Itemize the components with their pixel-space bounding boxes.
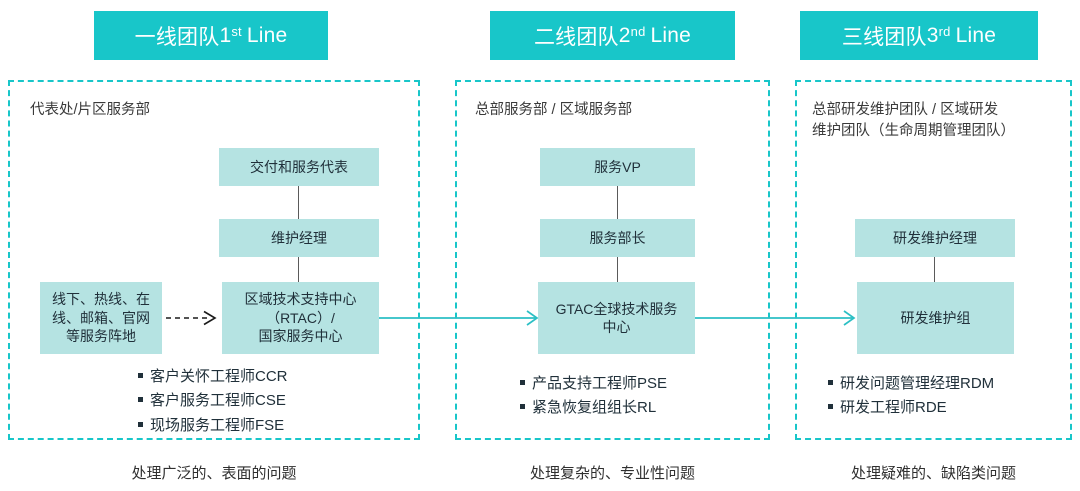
role-label: 现场服务工程师FSE <box>150 416 285 434</box>
connector-line <box>934 257 936 282</box>
tier-header-1st-line-cn: 一线团队 <box>134 25 220 49</box>
role-label: 研发工程师RDE <box>840 399 947 417</box>
panel-caption-1st-line: 代表处/片区服务部 <box>30 102 151 118</box>
list-item: 研发工程师RDE <box>828 396 1078 420</box>
dashed-arrow-icon <box>166 308 222 328</box>
box-service-director: 服务部长 <box>540 219 695 257</box>
roles-list-1st-line: 客户关怀工程师CCR 客户服务工程师CSE 现场服务工程师FSE <box>138 365 408 438</box>
tier-header-2nd-line-cn: 二线团队 <box>533 25 619 49</box>
footer-caption-3rd-line: 处理疑难的、缺陷类问题 <box>850 465 1016 482</box>
box-service-vp: 服务VP <box>540 148 695 186</box>
roles-list-3rd-line: 研发问题管理经理RDM 研发工程师RDE <box>828 372 1078 421</box>
box-gtac-global-technical-service-center: GTAC全球技术服务 中心 <box>538 282 695 354</box>
connector-line <box>617 186 619 219</box>
bullet-square-icon <box>138 373 143 378</box>
tier-header-2nd-line-num: 2 <box>618 23 631 47</box>
bullet-square-icon <box>828 380 833 385</box>
connector-line <box>298 257 300 282</box>
connector-line <box>298 186 300 219</box>
box-rd-maintenance-manager: 研发维护经理 <box>855 219 1015 257</box>
box-delivery-service-rep: 交付和服务代表 <box>219 148 379 186</box>
tier-panel-3rd-line <box>795 80 1072 440</box>
tier-header-2nd-line-en: Line <box>650 23 692 47</box>
box-rd-maintenance-group: 研发维护组 <box>857 282 1014 354</box>
panel-caption-3rd-line: 总部研发维护团队 / 区域研发 维护团队（生命周期管理团队） <box>812 102 1015 140</box>
role-label: 客户关怀工程师CCR <box>150 368 288 385</box>
tier-header-1st-line-en: Line <box>246 23 288 47</box>
panel-caption-2nd-line: 总部服务部 / 区域服务部 <box>475 102 633 118</box>
bullet-square-icon <box>828 404 833 410</box>
list-item: 产品支持工程师PSE <box>520 372 770 396</box>
box-rtac-national-service-center: 区域技术支持中心 （RTAC）/ 国家服务中心 <box>222 282 379 354</box>
escalation-arrow-tier2-to-tier3 <box>695 308 858 328</box>
roles-list-2nd-line: 产品支持工程师PSE 紧急恢复组组长RL <box>520 372 770 421</box>
list-item: 研发问题管理经理RDM <box>828 372 1078 396</box>
list-item: 客户关怀工程师CCR <box>138 365 408 389</box>
escalation-arrow-tier1-to-tier2 <box>379 308 541 328</box>
role-label: 紧急恢复组组长RL <box>532 399 657 417</box>
tier-header-3rd-line-en: Line <box>955 23 997 47</box>
bullet-square-icon <box>520 380 525 385</box>
box-maintenance-manager: 维护经理 <box>219 219 379 257</box>
list-item: 现场服务工程师FSE <box>138 414 408 438</box>
tier-header-3rd-line-cn: 三线团队 <box>841 25 927 49</box>
box-service-channels: 线下、热线、在 线、邮箱、官网 等服务阵地 <box>40 282 162 354</box>
bullet-square-icon <box>138 397 143 403</box>
list-item: 客户服务工程师CSE <box>138 389 408 413</box>
footer-caption-2nd-line: 处理复杂的、专业性问题 <box>529 465 695 482</box>
connector-line <box>617 257 619 282</box>
role-label: 研发问题管理经理RDM <box>840 375 995 392</box>
list-item: 紧急恢复组组长RL <box>520 396 770 420</box>
role-label: 产品支持工程师PSE <box>532 375 668 392</box>
tier-header-3rd-line-num: 3 <box>926 23 939 47</box>
tier-panel-1st-line <box>8 80 420 440</box>
bullet-square-icon <box>520 404 525 410</box>
role-label: 客户服务工程师CSE <box>150 392 286 410</box>
tier-panel-2nd-line <box>455 80 770 440</box>
footer-caption-1st-line: 处理广泛的、表面的问题 <box>131 465 297 482</box>
bullet-square-icon <box>138 421 143 427</box>
tier-header-1st-line-num: 1 <box>219 23 232 47</box>
